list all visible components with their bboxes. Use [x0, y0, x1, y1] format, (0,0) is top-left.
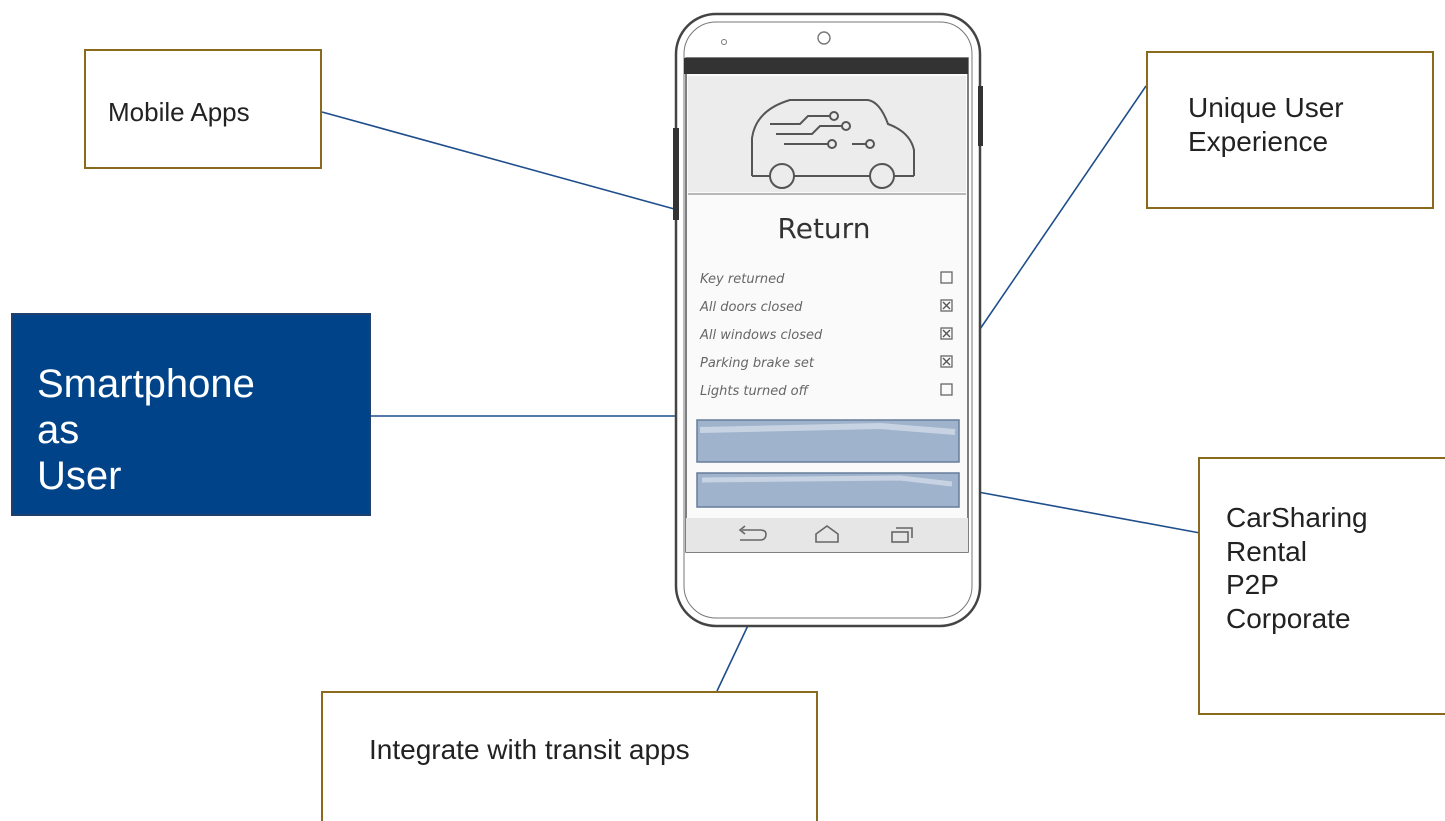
connector-lines	[321, 85, 1201, 692]
connector-carsharing	[977, 491, 1201, 534]
phone-camera	[817, 31, 831, 45]
checklist-item-label: Parking brake set	[700, 356, 815, 371]
connector-transit	[716, 616, 753, 692]
callout-carsharing-models: CarSharing Rental P2P Corporate	[1198, 457, 1445, 715]
connector-mobile-apps	[321, 111, 679, 211]
checklist-item-label: Key returned	[700, 272, 785, 287]
car-circuit-icon	[751, 99, 915, 189]
phone-side-button-right	[978, 86, 983, 146]
back-icon[interactable]	[738, 525, 767, 541]
callout-transit-text: Integrate with transit apps	[369, 734, 690, 765]
connector-unique-ux	[977, 85, 1147, 333]
home-icon[interactable]	[815, 525, 839, 543]
callout-mobile-apps: Mobile Apps	[84, 49, 322, 169]
callout-unique-user-experience: Unique User Experience	[1146, 51, 1434, 209]
android-nav-bar	[686, 518, 968, 552]
phone-sensor	[721, 39, 727, 45]
callout-unique-ux-text: Unique User Experience	[1188, 92, 1344, 157]
callout-carsharing-text: CarSharing Rental P2P Corporate	[1226, 502, 1368, 634]
checklist-item-label: All doors closed	[699, 300, 803, 315]
checklist-item-label: Lights turned off	[700, 384, 810, 399]
callout-mobile-apps-text: Mobile Apps	[108, 97, 250, 127]
unchecked-checkbox[interactable]	[940, 383, 953, 396]
checkmark-icon	[942, 329, 951, 338]
status-bar	[684, 58, 968, 74]
hero-image-area	[688, 76, 966, 192]
recent-apps-icon[interactable]	[891, 527, 913, 543]
checked-checkbox[interactable]	[940, 299, 953, 312]
checklist-item-label: All windows closed	[699, 328, 823, 343]
checked-checkbox[interactable]	[940, 327, 953, 340]
checked-checkbox[interactable]	[940, 355, 953, 368]
phone-side-button-left	[673, 128, 679, 220]
checkmark-icon	[942, 301, 951, 310]
callout-transit-integration: Integrate with transit apps	[321, 691, 818, 821]
callout-smartphone-as-user: Smartphone as User	[11, 313, 371, 516]
unchecked-checkbox[interactable]	[940, 271, 953, 284]
screen-title: Return	[778, 212, 871, 245]
callout-smartphone-text: Smartphone as User	[37, 362, 255, 498]
checkmark-icon	[942, 357, 951, 366]
